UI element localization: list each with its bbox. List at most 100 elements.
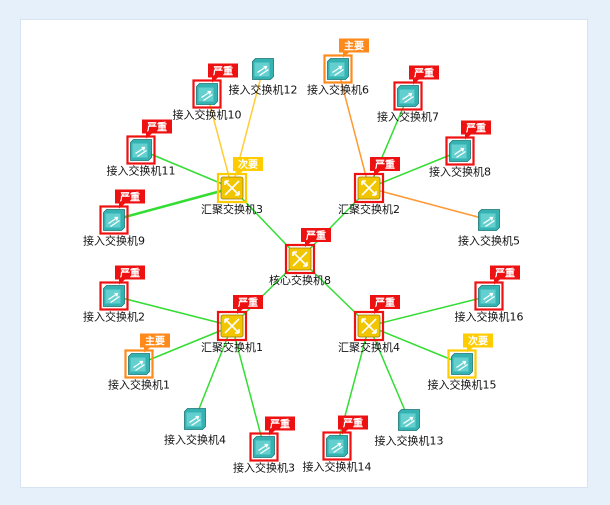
node-acc6[interactable]: 接入交换机6 主要 (307, 38, 369, 97)
cross-arrows-icon (361, 318, 377, 334)
alarm-badge-text: 严重 (342, 417, 363, 430)
alarm-badge-bg (140, 333, 170, 348)
node-acc13[interactable]: 接入交换机13 (375, 409, 444, 448)
alarm-badge: 严重 (208, 63, 238, 83)
alarm-border (474, 281, 504, 311)
node-label: 汇聚交换机1 (201, 340, 263, 354)
link-core8-agg1[interactable] (231, 258, 301, 327)
link-agg1-acc3[interactable] (231, 325, 265, 448)
link-agg4-acc16[interactable] (368, 295, 490, 327)
alarm-badge-text: 严重 (237, 296, 258, 309)
alarm-badge-text: 次要 (468, 335, 488, 348)
alarm-border (99, 281, 129, 311)
link-agg1-acc1[interactable] (138, 325, 233, 365)
alarm-badge-bg (265, 416, 295, 431)
node-label: 接入交换机1 (108, 378, 170, 392)
switch-arrows-icon (454, 147, 466, 159)
link-agg3-acc11[interactable] (140, 149, 233, 189)
alarm-badge-bg (142, 119, 172, 134)
link-agg3-acc10[interactable] (206, 93, 233, 189)
switch-arrows-icon (189, 415, 201, 427)
alarm-badge-pointer (144, 347, 150, 353)
link-core8-agg4[interactable] (299, 258, 370, 327)
alarm-badge-text: 严重 (465, 122, 486, 135)
alarm-border (216, 310, 248, 342)
alarm-badge-text: 严重 (119, 191, 140, 204)
node-acc5[interactable]: 接入交换机5 (458, 209, 520, 248)
link-agg3-acc9[interactable] (113, 186, 233, 222)
link-agg4-acc15[interactable] (368, 325, 463, 365)
link-agg1-acc2[interactable] (113, 295, 233, 327)
switch-arrows-icon (483, 292, 495, 304)
node-agg2[interactable]: 汇聚交换机2 严重 (338, 157, 400, 216)
alarm-border (322, 431, 352, 461)
alarm-badge-pointer (374, 171, 380, 176)
alarm-badge: 主要 (339, 38, 369, 58)
node-agg3[interactable]: 汇聚交换机3 次要 (201, 157, 263, 216)
link-agg1-acc4[interactable] (194, 325, 233, 420)
alarm-badge: 主要 (140, 333, 170, 353)
alarm-badge-text: 严重 (305, 229, 326, 242)
alarm-badge-text: 次要 (238, 158, 258, 171)
alarm-badge-bg (490, 265, 520, 280)
node-acc14[interactable]: 接入交换机14 严重 (303, 415, 372, 474)
node-acc8[interactable]: 接入交换机8 严重 (429, 120, 491, 179)
alarm-border (284, 243, 316, 275)
alarm-badge-bg (370, 295, 400, 309)
switch-arrows-icon (258, 443, 270, 455)
node-agg1[interactable]: 汇聚交换机1 严重 (201, 295, 263, 354)
alarm-badge-text: 严重 (212, 65, 233, 78)
alarm-badge-pointer (212, 77, 218, 83)
node-acc12[interactable]: 接入交换机12 (229, 58, 298, 97)
alarm-badge-text: 严重 (374, 158, 395, 171)
alarm-border (353, 310, 385, 342)
link-core8-agg3[interactable] (231, 187, 301, 260)
node-label: 接入交换机12 (229, 83, 298, 97)
node-acc1[interactable]: 接入交换机1 主要 (108, 333, 170, 392)
node-label: 接入交换机13 (375, 434, 444, 448)
alarm-border (353, 172, 385, 204)
node-acc4[interactable]: 接入交换机4 (164, 408, 226, 447)
alarm-border (216, 172, 248, 204)
alarm-badge-bg (233, 157, 263, 171)
alarm-badge-pointer (343, 52, 349, 58)
switch-arrows-icon (331, 442, 343, 454)
node-label: 汇聚交换机2 (338, 202, 400, 216)
alarm-badge-pointer (413, 79, 419, 85)
alarm-badge-pointer (119, 203, 125, 209)
node-label: 接入交换机14 (303, 460, 372, 474)
link-agg2-acc5[interactable] (368, 187, 490, 221)
node-acc16[interactable]: 接入交换机16 严重 (455, 265, 524, 324)
alarm-border (126, 135, 156, 165)
alarm-badge-pointer (237, 309, 243, 314)
node-label: 接入交换机6 (307, 83, 369, 97)
node-label: 汇聚交换机3 (201, 202, 263, 216)
link-agg2-acc8[interactable] (368, 150, 461, 189)
switch-arrows-icon (108, 292, 120, 304)
alarm-border (99, 205, 129, 235)
node-label: 接入交换机8 (429, 165, 491, 179)
node-label: 汇聚交换机4 (338, 340, 400, 354)
switch-arrows-icon (402, 92, 414, 104)
switch-arrows-icon (332, 65, 344, 77)
switch-arrows-icon (257, 65, 269, 77)
node-label: 接入交换机16 (455, 310, 524, 324)
link-agg2-acc6[interactable] (337, 68, 370, 189)
switch-arrows-icon (133, 360, 145, 372)
alarm-badge-text: 严重 (494, 267, 515, 280)
alarm-badge-text: 主要 (344, 40, 364, 53)
link-core8-agg2[interactable] (299, 187, 370, 260)
alarm-badge-pointer (269, 430, 275, 436)
link-agg4-acc13[interactable] (368, 325, 410, 421)
